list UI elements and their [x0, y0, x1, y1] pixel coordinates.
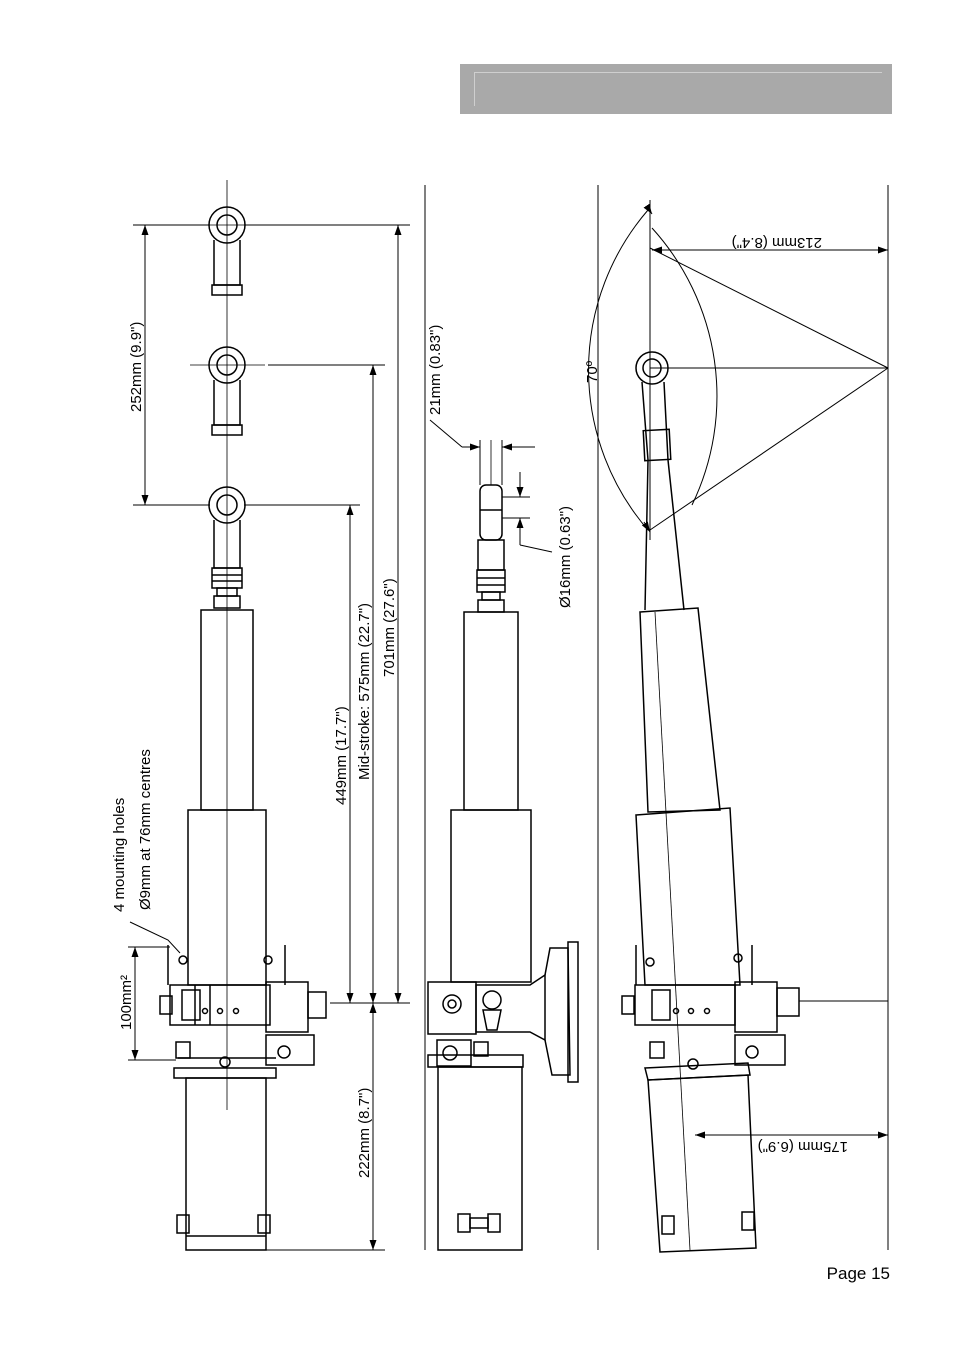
- dim-213-label: 213mm (8.4"): [732, 234, 822, 251]
- frame-lines: [424, 185, 889, 1250]
- left-dimension-labels: 252mm (9.9") 449mm (17.7") Mid-stroke: 5…: [111, 322, 398, 1178]
- header-band-inner: [474, 72, 882, 106]
- dim-100-label: 100mm²: [118, 975, 135, 1030]
- page-number: Page 15: [826, 1264, 890, 1283]
- mounting-note-line1: 4 mounting holes: [111, 798, 128, 912]
- rod-eye-retracted: [208, 486, 246, 609]
- dim-252-label: 252mm (9.9"): [128, 322, 145, 412]
- dim-21-label: 21mm (0.83"): [427, 325, 444, 415]
- middle-dimension-labels: 21mm (0.83") Ø16mm (0.63"): [427, 325, 574, 608]
- rod-eye-mid: [190, 346, 265, 436]
- header-band: [460, 64, 892, 114]
- right-dimension-lines: [641, 203, 888, 1139]
- middle-view: [427, 440, 579, 1251]
- dim-701-label: 701mm (27.6"): [381, 578, 398, 677]
- dim-222-label: 222mm (8.7"): [356, 1088, 373, 1178]
- left-view: [159, 180, 327, 1251]
- mounting-note-line2: Ø9mm at 76mm centres: [137, 749, 154, 910]
- dim-16-label: Ø16mm (0.63"): [557, 506, 574, 608]
- right-view: [588, 200, 889, 1253]
- middle-dimension-lines: [429, 419, 553, 553]
- dim-449-label: 449mm (17.7"): [333, 706, 350, 805]
- right-dimension-labels: 70º 213mm (8.4") 175mm (6.9"): [584, 234, 848, 1155]
- angle-label: 70º: [584, 360, 601, 383]
- rod-eye-extended: [208, 206, 246, 296]
- left-dimension-lines: [128, 224, 410, 1251]
- dim-575-label: Mid-stroke: 575mm (22.7"): [356, 603, 373, 780]
- dim-175-label: 175mm (6.9"): [758, 1138, 848, 1155]
